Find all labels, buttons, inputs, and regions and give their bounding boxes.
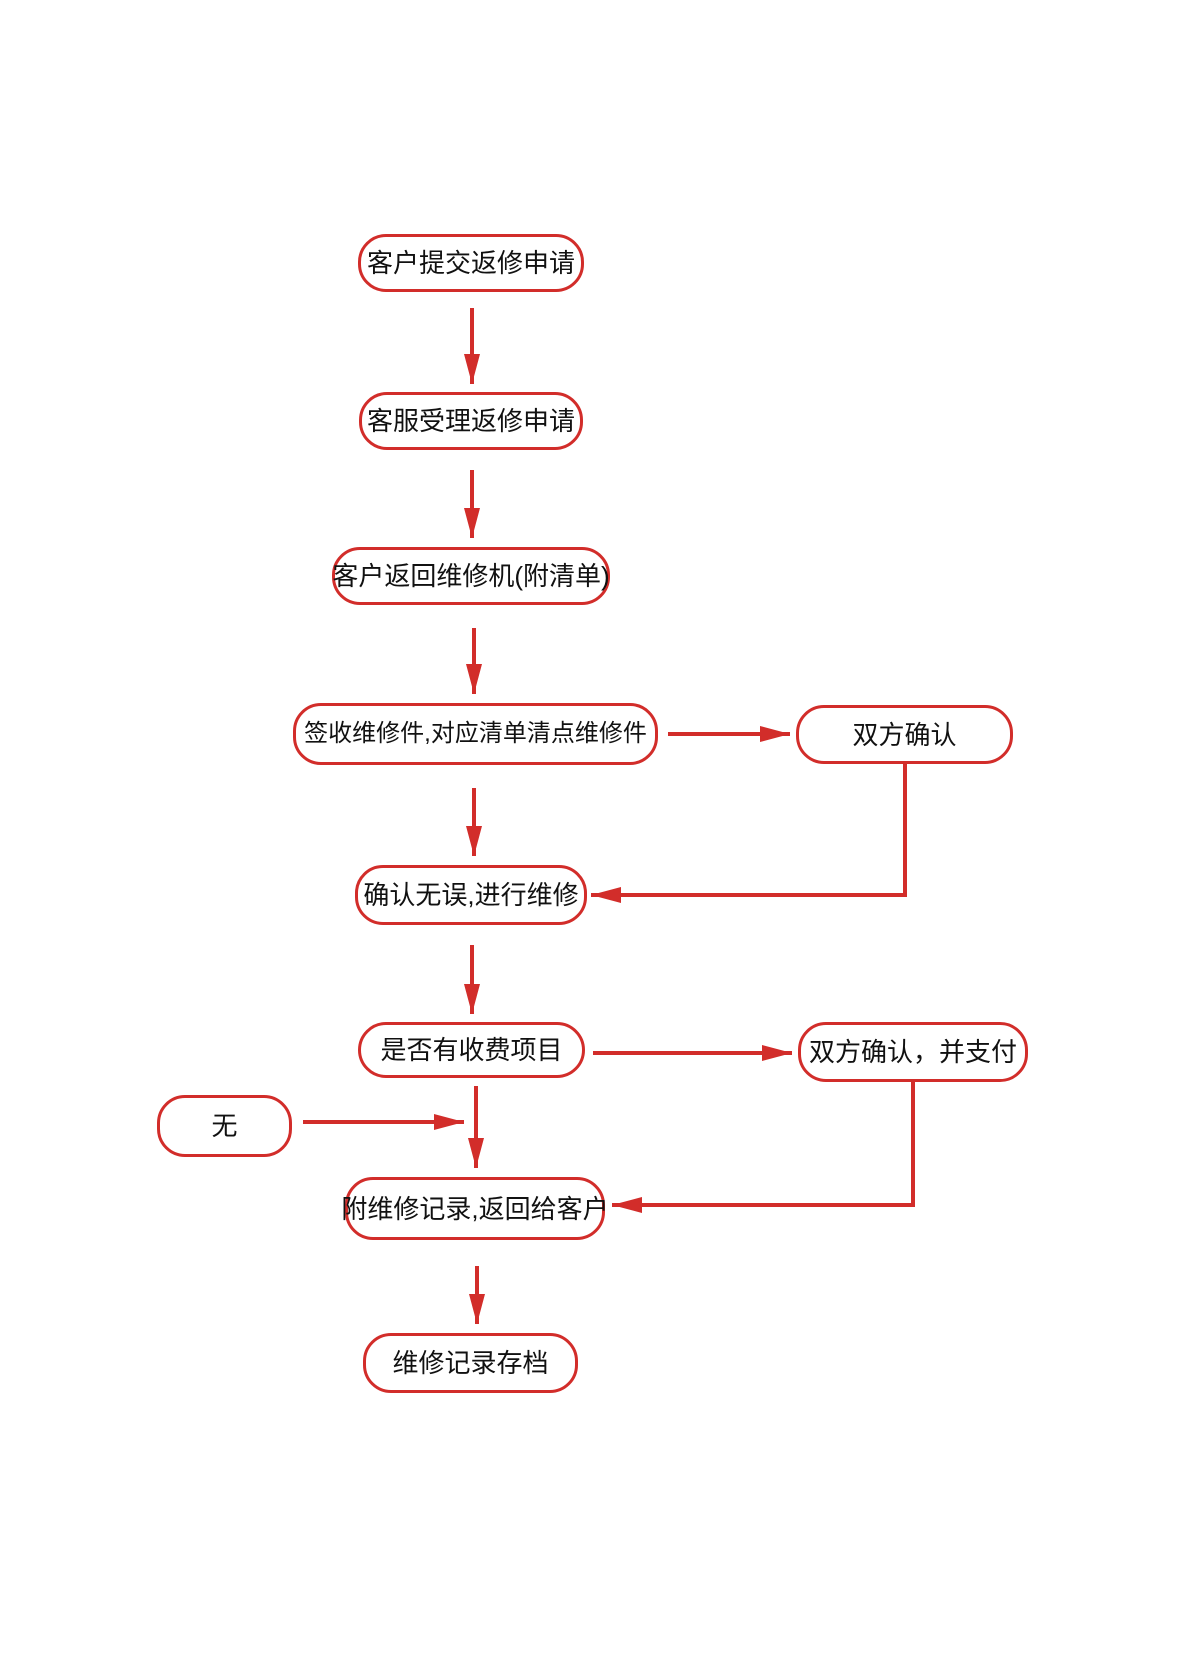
flow-node-charge-items-check-label: 是否有收费项目 xyxy=(380,1035,563,1065)
flow-node-attach-record-return-label: 附维修记录,返回给客户 xyxy=(341,1193,609,1224)
flow-node-return-machine-label: 客户返回维修机(附清单) xyxy=(332,561,610,591)
edge-bothconfirm-to-confirmrepair-arrow xyxy=(591,764,907,903)
flow-node-accept-request: 客服受理返修申请 xyxy=(359,392,583,450)
flow-node-archive-record: 维修记录存档 xyxy=(363,1333,578,1393)
flow-node-confirm-and-repair-label: 确认无误,进行维修 xyxy=(363,880,579,910)
flow-node-none-label: 无 xyxy=(211,1111,238,1141)
flow-node-none: 无 xyxy=(157,1095,292,1157)
flow-node-accept-request-label: 客服受理返修申请 xyxy=(366,406,575,436)
flow-node-return-machine: 客户返回维修机(附清单) xyxy=(332,547,610,605)
flow-node-archive-record-label: 维修记录存档 xyxy=(392,1348,549,1378)
flow-node-both-confirm-label: 双方确认 xyxy=(852,719,957,750)
flow-node-sign-and-check: 签收维修件,对应清单清点维修件 xyxy=(293,703,658,765)
flow-node-sign-and-check-label: 签收维修件,对应清单清点维修件 xyxy=(304,720,647,747)
flow-node-both-confirm: 双方确认 xyxy=(796,705,1013,764)
flow-node-confirm-and-repair: 确认无误,进行维修 xyxy=(355,865,587,925)
flow-node-confirm-and-pay: 双方确认，并支付 xyxy=(798,1022,1028,1082)
flow-node-charge-items-check: 是否有收费项目 xyxy=(358,1022,585,1078)
flow-node-submit-request-label: 客户提交返修申请 xyxy=(366,248,575,278)
flow-node-submit-request: 客户提交返修申请 xyxy=(358,234,584,292)
flow-node-attach-record-return: 附维修记录,返回给客户 xyxy=(341,1177,609,1240)
edge-confirmpay-to-attachrecord-arrow xyxy=(612,1082,915,1213)
flow-node-confirm-and-pay-label: 双方确认，并支付 xyxy=(808,1037,1017,1067)
